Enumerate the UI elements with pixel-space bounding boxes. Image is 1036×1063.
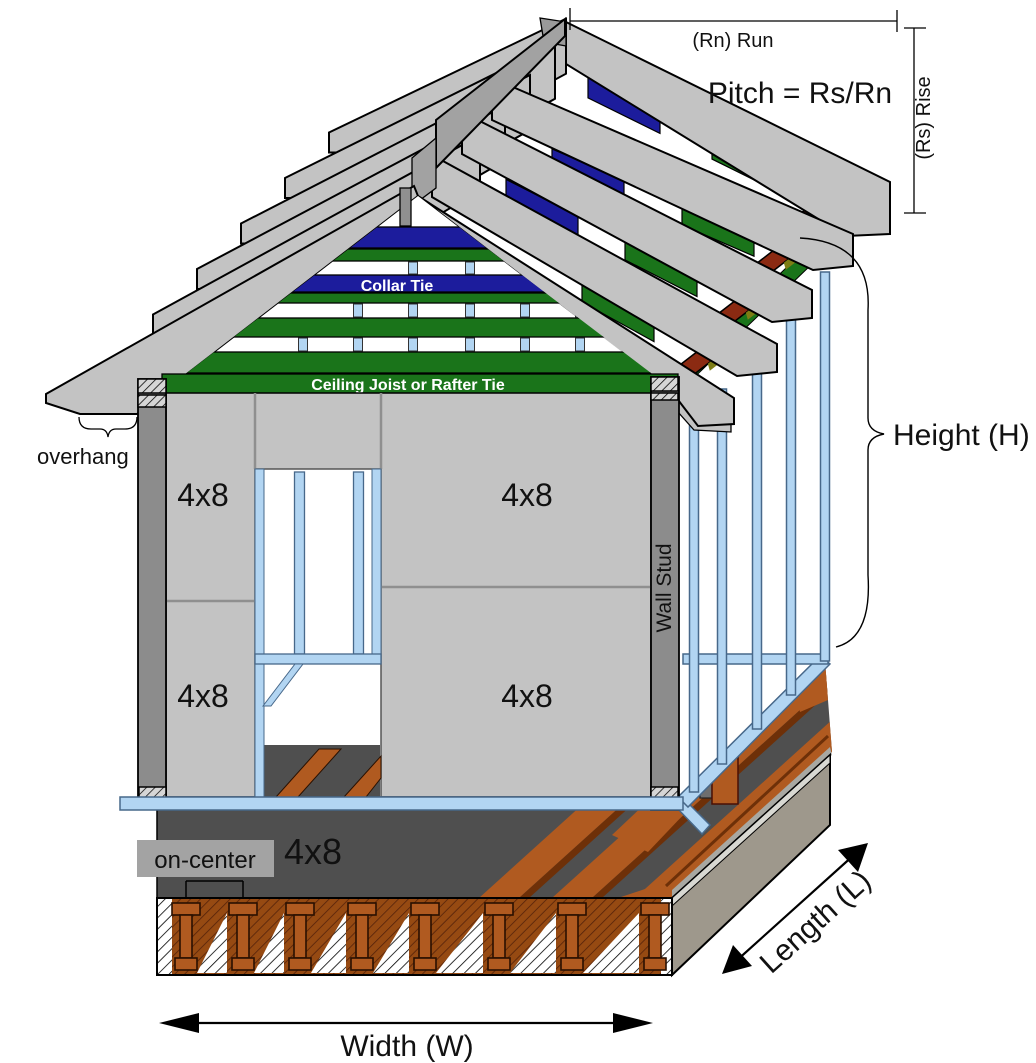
svg-text:overhang: overhang: [37, 444, 129, 469]
svg-text:4x8: 4x8: [177, 477, 229, 513]
svg-text:4x8: 4x8: [284, 831, 342, 872]
svg-text:Height (H): Height (H): [893, 419, 1030, 452]
svg-text:(Rn) Run: (Rn) Run: [692, 30, 773, 52]
svg-text:on-center: on-center: [154, 847, 255, 874]
svg-text:Ceiling Joist or Rafter Tie: Ceiling Joist or Rafter Tie: [311, 377, 505, 394]
svg-text:Wall Stud: Wall Stud: [653, 543, 676, 632]
svg-text:Pitch = Rs/Rn: Pitch = Rs/Rn: [708, 77, 892, 110]
svg-text:4x8: 4x8: [501, 477, 553, 513]
svg-text:(Rs) Rise: (Rs) Rise: [913, 76, 935, 159]
svg-text:Width (W): Width (W): [340, 1030, 473, 1063]
svg-text:4x8: 4x8: [501, 678, 553, 714]
svg-text:4x8: 4x8: [177, 678, 229, 714]
svg-text:Collar Tie: Collar Tie: [361, 278, 434, 295]
